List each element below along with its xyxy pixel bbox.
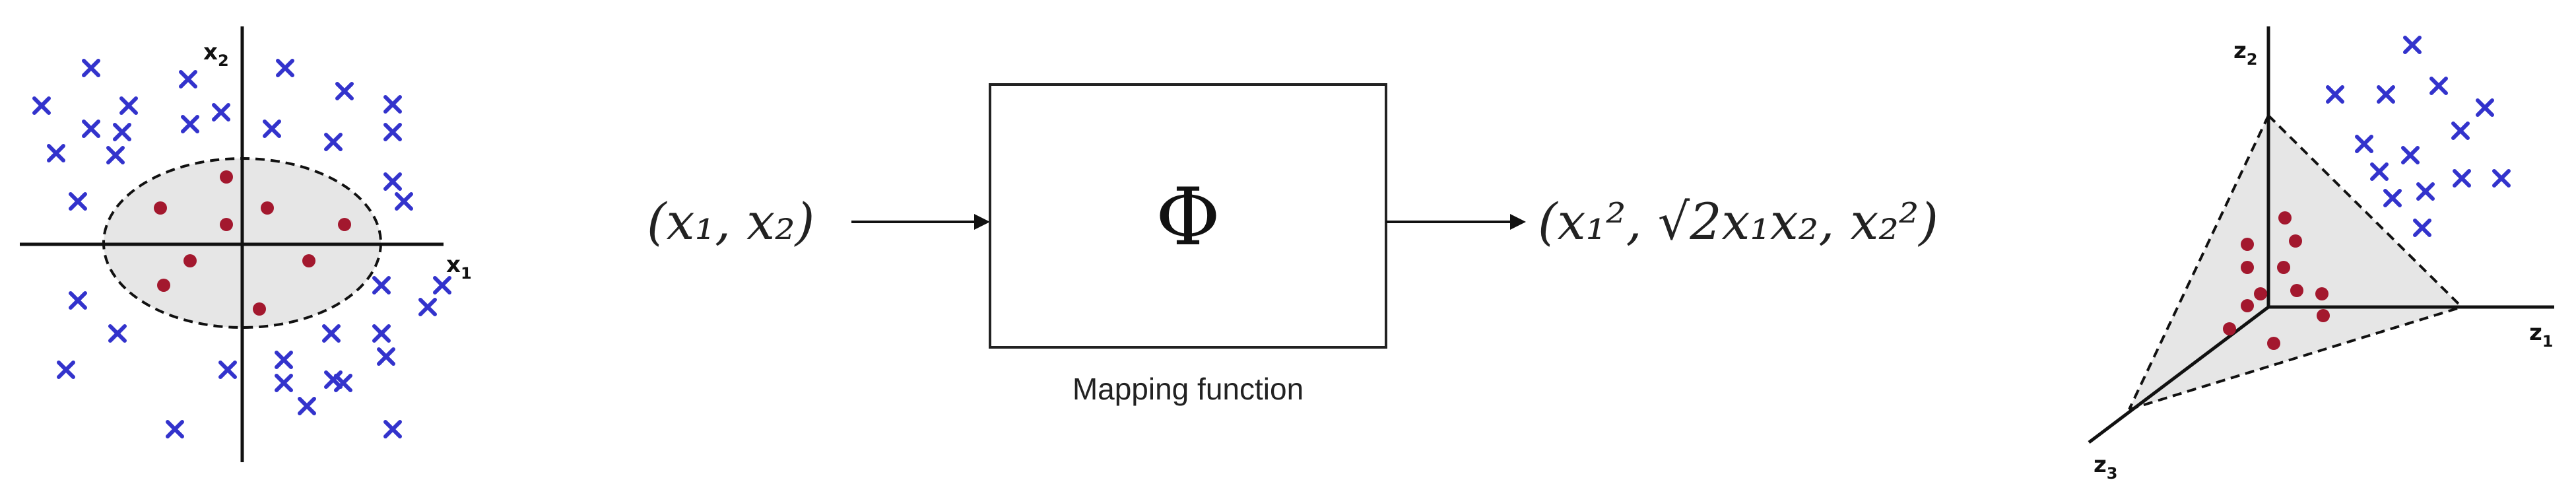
dot-marker (302, 254, 315, 267)
dot-marker (220, 218, 233, 231)
plane-edge-bottom (2129, 306, 2462, 411)
left-cross-markers (32, 59, 451, 438)
dot-marker (2277, 261, 2290, 274)
dot-marker (220, 170, 233, 184)
cross-marker (275, 351, 293, 369)
cross-marker (372, 324, 391, 343)
dot-marker (253, 302, 266, 316)
cross-marker (2401, 146, 2420, 164)
dot-marker (2290, 284, 2303, 297)
z1-axis-label: z1 (2529, 320, 2554, 351)
cross-marker (2370, 162, 2389, 181)
cross-marker (57, 361, 75, 379)
mapping-function-box (989, 83, 1387, 349)
cross-marker (106, 146, 125, 164)
cross-marker (2453, 169, 2471, 188)
cross-marker (2451, 121, 2470, 140)
plane-edge-left (2128, 115, 2270, 410)
cross-marker (383, 123, 402, 141)
dot-marker (2254, 287, 2267, 300)
z3-axis-line (2088, 306, 2270, 444)
separating-plane (2129, 116, 2462, 409)
z2-axis-label: z2 (2233, 38, 2258, 69)
input-space-plot: x2 x1 (20, 26, 472, 462)
cross-marker (2355, 135, 2373, 153)
cross-marker (377, 347, 395, 366)
cross-marker (113, 123, 131, 141)
cross-marker (2383, 189, 2402, 207)
right-dot-markers (2223, 211, 2330, 350)
cross-marker (263, 120, 281, 138)
dot-marker (2315, 287, 2328, 300)
dot-marker (2241, 261, 2254, 274)
cross-marker (2492, 169, 2511, 188)
dot-marker (2241, 299, 2254, 312)
left-dot-markers (154, 170, 351, 316)
cross-marker (69, 291, 87, 310)
cross-marker (383, 420, 402, 438)
mapping-section: (x₁, x₂) Φ Mapping function (x₁², √2x₁x₂… (647, 83, 1938, 406)
cross-marker (2413, 219, 2431, 237)
cross-marker (179, 70, 197, 88)
cross-marker (395, 192, 413, 211)
cross-marker (119, 96, 138, 115)
cross-marker (2476, 98, 2494, 117)
cross-marker (2429, 77, 2448, 95)
dot-marker (2267, 337, 2280, 350)
dot-marker (154, 201, 167, 215)
dot-marker (261, 201, 274, 215)
cross-marker (47, 144, 65, 162)
dot-marker (157, 279, 170, 292)
cross-marker (212, 103, 230, 121)
cross-marker (324, 370, 343, 389)
dot-marker (183, 254, 197, 267)
cross-marker (2326, 85, 2344, 104)
cross-marker (2403, 36, 2422, 54)
cross-marker (335, 82, 354, 100)
cross-marker (218, 361, 237, 379)
input-arrow-head (974, 214, 990, 230)
cross-marker (418, 298, 437, 316)
dot-marker (2241, 238, 2254, 251)
input-expression: (x₁, x₂) (647, 192, 814, 251)
dot-marker (338, 218, 351, 231)
cross-marker (334, 374, 352, 392)
dot-marker (2278, 211, 2292, 225)
cross-marker (82, 120, 100, 138)
output-arrow-head (1510, 214, 1526, 230)
cross-marker (372, 276, 391, 294)
cross-marker (32, 96, 51, 115)
cross-marker (166, 420, 184, 438)
cross-marker (2377, 85, 2395, 104)
cross-marker (324, 133, 343, 151)
cross-marker (433, 276, 451, 294)
cross-marker (275, 374, 293, 392)
output-expression: (x₁², √2x₁x₂, x₂²) (1538, 192, 1938, 251)
cross-marker (322, 324, 341, 343)
cross-marker (82, 59, 100, 77)
cross-marker (298, 397, 316, 415)
feature-space-plot: z2 z1 z3 (2088, 26, 2554, 483)
cross-marker (383, 172, 402, 191)
x2-axis-label: x2 (203, 39, 229, 70)
cross-marker (2416, 182, 2435, 201)
z3-axis-label: z3 (2094, 452, 2118, 483)
dot-marker (2223, 322, 2236, 335)
phi-symbol: Φ (1156, 172, 1220, 263)
mapping-function-caption: Mapping function (1073, 372, 1304, 406)
cross-marker (383, 95, 402, 114)
cross-marker (69, 192, 87, 211)
x1-axis-label: x1 (446, 252, 472, 283)
cross-marker (108, 324, 127, 343)
cross-marker (276, 59, 294, 77)
right-cross-markers (2326, 36, 2511, 237)
dot-marker (2317, 309, 2330, 322)
cross-marker (181, 115, 199, 133)
dot-marker (2289, 234, 2302, 248)
